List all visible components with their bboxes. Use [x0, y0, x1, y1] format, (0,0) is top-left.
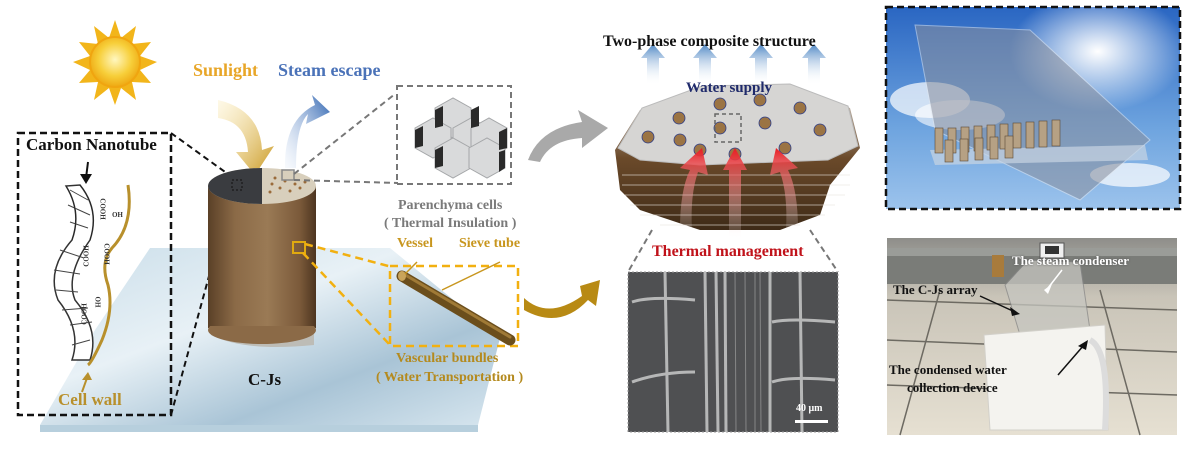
- c-js-cylinder: [208, 168, 316, 348]
- carbon-nanotube-label: Carbon Nanotube: [26, 135, 157, 154]
- c-js-array-label: The C-Js array: [893, 282, 978, 297]
- vascular-bundles-label: Vascular bundles: [396, 351, 499, 366]
- gold-curve-arrow: [524, 280, 600, 318]
- sieve-tube-label: Sieve tube: [459, 236, 521, 251]
- sem-micrograph: [627, 271, 839, 433]
- functional-group-5: OH: [93, 296, 102, 308]
- vascular-bundle-rod: [396, 261, 516, 346]
- functional-group-2: HO: [112, 210, 123, 218]
- steam-arrow: [284, 95, 330, 168]
- parenchyma-label: Parenchyma cells: [398, 198, 503, 213]
- water-supply-label: Water supply: [686, 80, 772, 96]
- scale-bar-label: 40 μm: [796, 403, 823, 414]
- carbon-nanotube-illustration: [53, 184, 95, 361]
- vascular-bundles-sublabel: ( Water Transportation ): [376, 370, 524, 385]
- sunlight-label: Sunlight: [193, 60, 259, 80]
- sun-icon: [73, 20, 157, 105]
- honeycomb-illustration: [414, 97, 508, 179]
- thermal-management-label: Thermal management: [652, 243, 804, 260]
- c-js-label: C-Js: [248, 370, 282, 389]
- parenchyma-sublabel: ( Thermal Insulation ): [384, 216, 517, 231]
- field-test-photo: [886, 238, 1178, 436]
- nanotube-inset-frame: [16, 131, 173, 417]
- sunlight-arrow: [218, 100, 274, 175]
- functional-group-3: COOH: [82, 245, 91, 267]
- cell-wall-curve: [86, 184, 131, 367]
- gray-curve-arrow: [528, 110, 608, 162]
- functional-group-1: COOH: [98, 198, 107, 220]
- parenchyma-inset-frame: [396, 85, 512, 185]
- device-render-image: [884, 5, 1182, 211]
- steam-condenser-label: The steam condenser: [1012, 253, 1129, 268]
- thermal-arrows: [680, 148, 798, 238]
- steam-escape-label: Steam escape: [278, 60, 381, 80]
- cell-wall-label: Cell wall: [58, 390, 122, 409]
- collection-device-label-1: The condensed water: [889, 362, 1007, 377]
- functional-group-6: COOH: [80, 303, 89, 325]
- vessel-label: Vessel: [397, 236, 434, 251]
- vapor-up-arrows: [641, 44, 826, 85]
- functional-group-4: COOH: [102, 243, 111, 265]
- collection-device-label-2: collection device: [907, 380, 998, 395]
- structure-title: Two-phase composite structure: [603, 33, 816, 50]
